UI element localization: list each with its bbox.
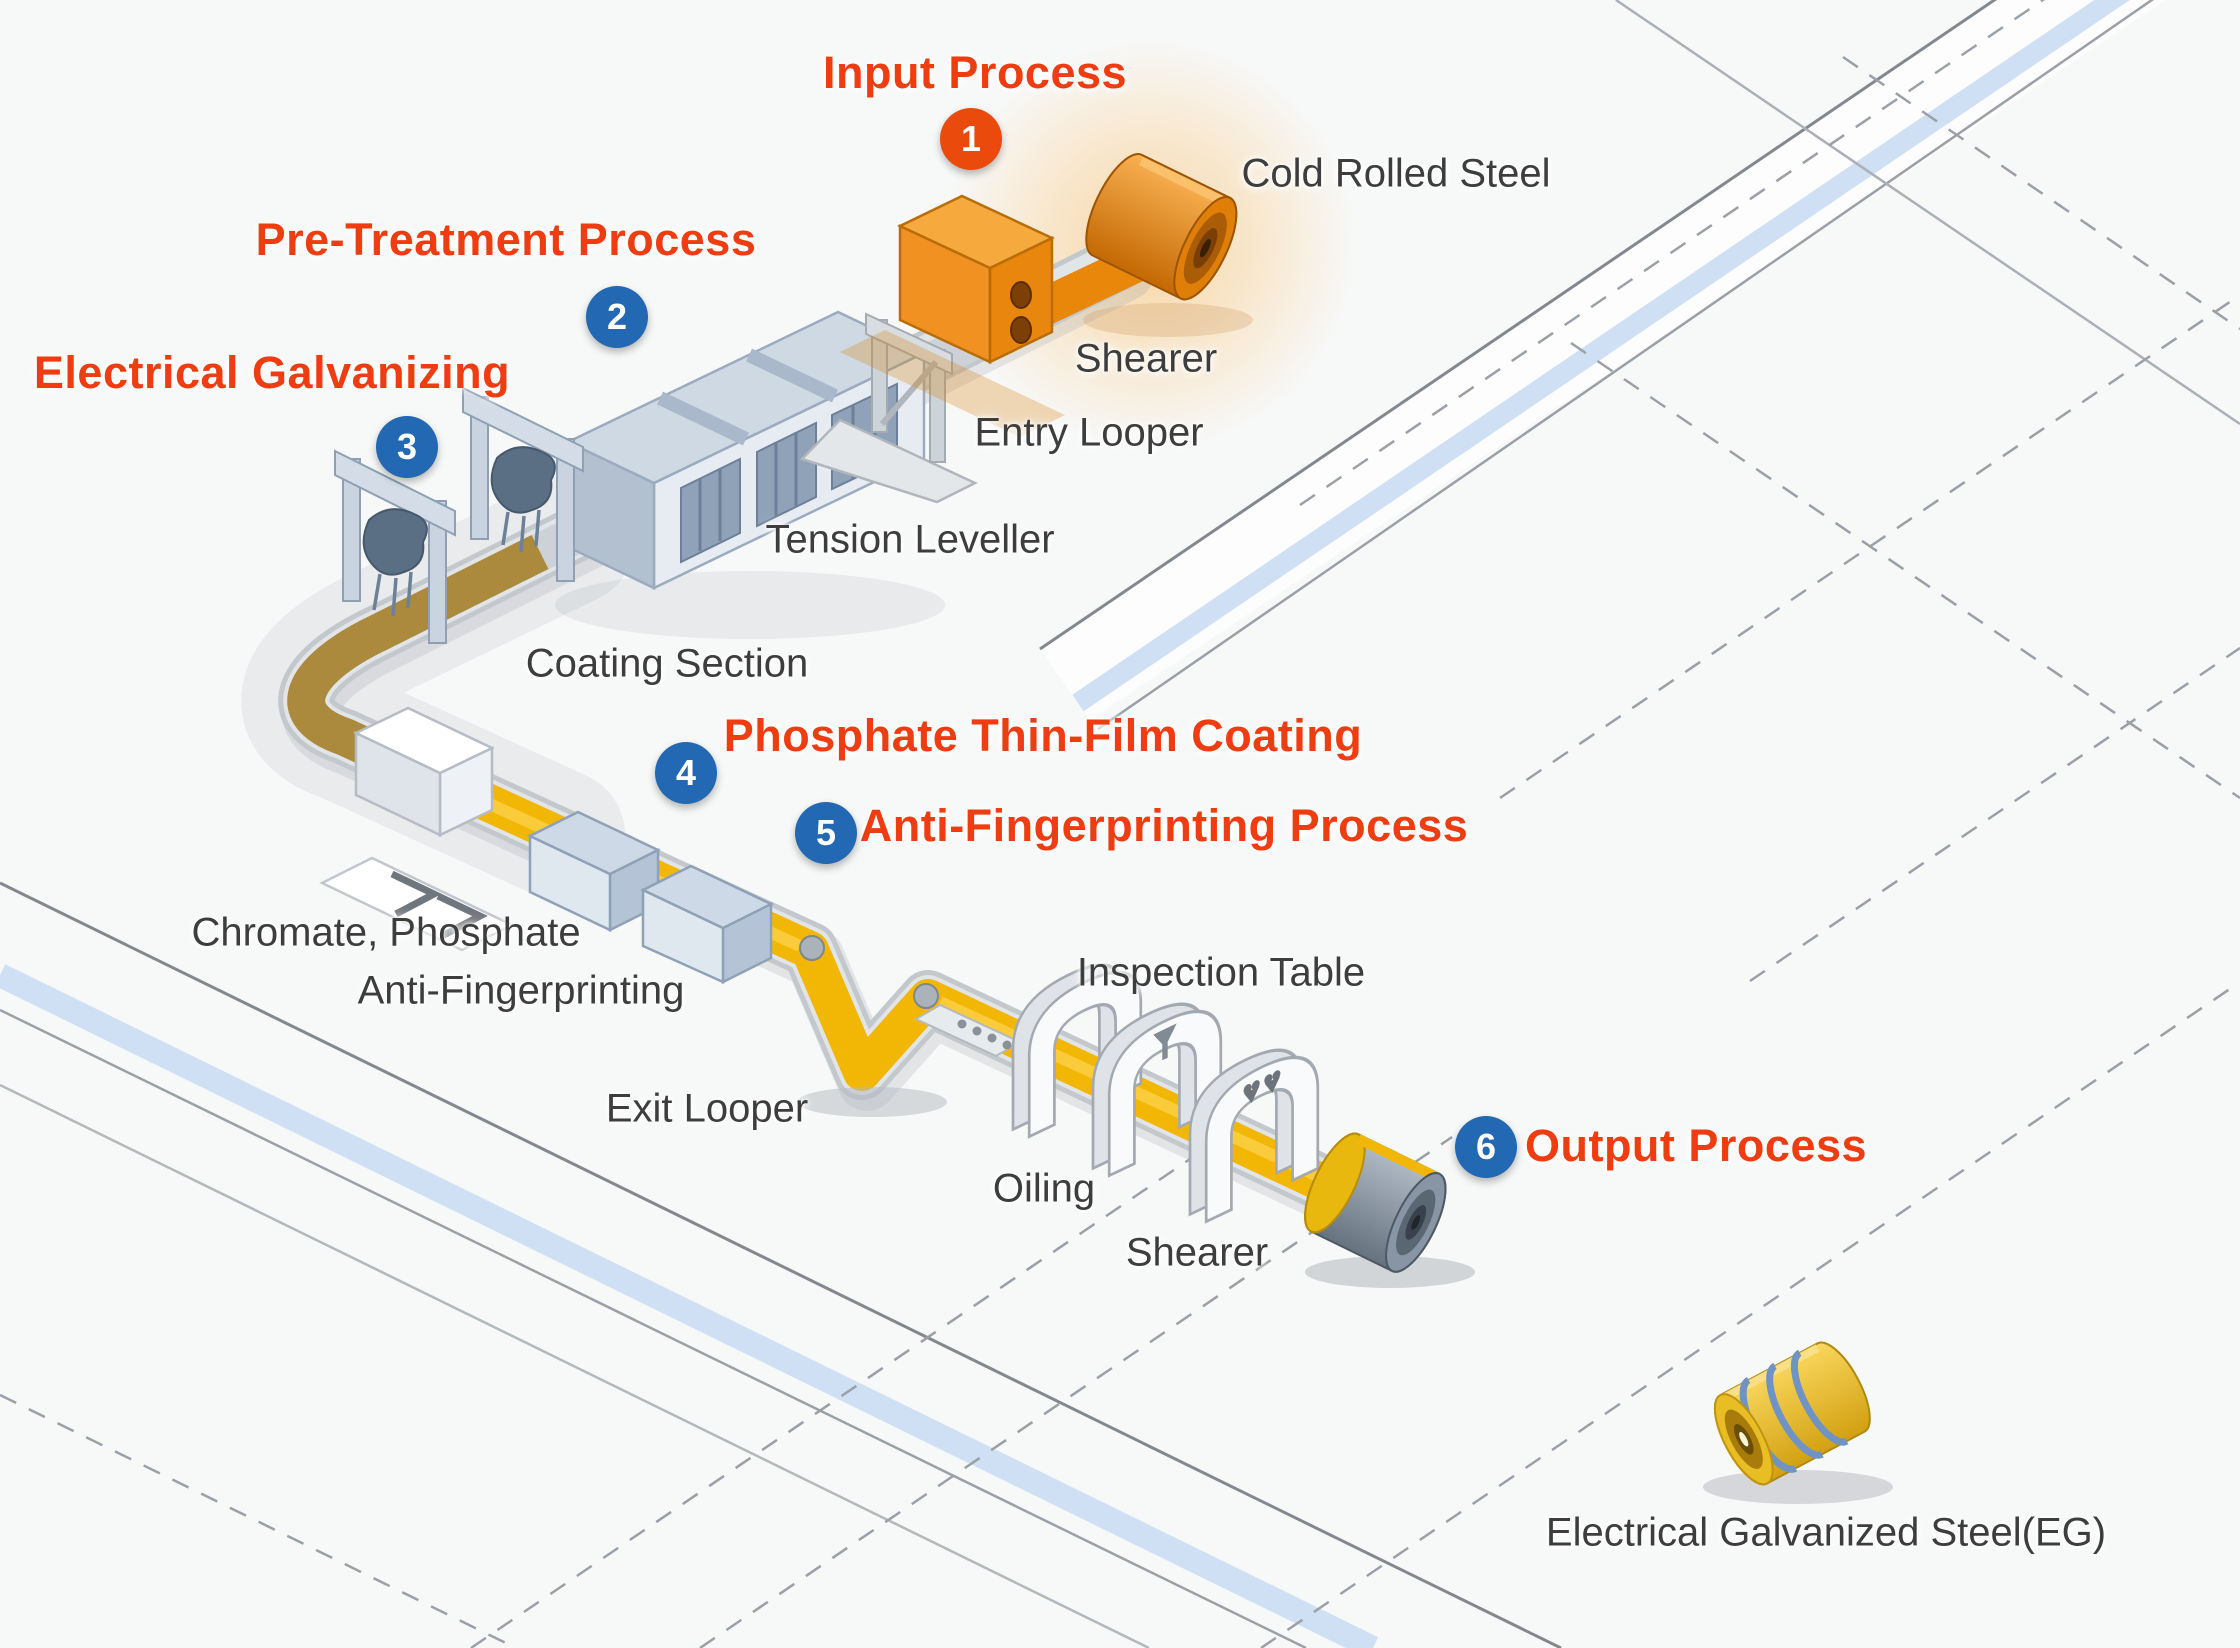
step-label-input-process: Input Process <box>822 47 1128 98</box>
step-badge-3-number: 3 <box>396 426 418 467</box>
step-badge-6-number: 6 <box>1475 1126 1497 1167</box>
coating-box <box>353 706 495 837</box>
step-label-anti-fingerprinting: Anti-Fingerprinting Process <box>859 800 1469 851</box>
galvanizing-gantry-2 <box>462 386 584 582</box>
cold-rolled-coil <box>1083 153 1253 337</box>
label-cold-rolled-steel: Cold Rolled Steel <box>1241 151 1551 196</box>
output-coil <box>1304 1132 1475 1288</box>
step-label-phosphate-coating: Phosphate Thin-Film Coating <box>723 710 1363 761</box>
label-shearer-exit: Shearer <box>1125 1230 1269 1275</box>
step-badge-4-number: 4 <box>675 752 697 793</box>
shearer-exit-arch <box>1188 1048 1320 1224</box>
label-oiling: Oiling <box>992 1166 1096 1211</box>
label-exit-looper: Exit Looper <box>605 1086 809 1131</box>
step-badge-1-number: 1 <box>960 118 982 159</box>
oil-funnel-icon <box>1153 1023 1177 1061</box>
step-badge-6: 6 <box>1455 1116 1517 1178</box>
label-eg-coil: Electrical Galvanized Steel(EG) <box>1545 1510 2107 1555</box>
step-badge-4: 4 <box>655 742 717 804</box>
eg-coil <box>1703 1341 1893 1504</box>
step-badge-1: 1 <box>940 108 1002 170</box>
step-badge-2-number: 2 <box>606 296 628 337</box>
step-label-output-process: Output Process <box>1524 1120 1868 1171</box>
step-badge-5: 5 <box>795 802 857 864</box>
tension-leveller-machine <box>555 310 945 639</box>
label-entry-looper: Entry Looper <box>974 410 1204 455</box>
label-shearer-entry: Shearer <box>1074 336 1218 381</box>
label-inspection-table: Inspection Table <box>1076 950 1366 995</box>
step-badge-2: 2 <box>586 286 648 348</box>
shearer-entry-machine <box>840 194 1065 437</box>
inspection-dots-plate <box>913 1003 1023 1058</box>
spray-head <box>362 508 428 576</box>
label-tension-leveller: Tension Leveller <box>765 517 1055 562</box>
step-badge-5-number: 5 <box>815 812 837 853</box>
label-anti-fingerprinting: Anti-Fingerprinting <box>357 968 685 1013</box>
exit-looper-structure <box>797 935 947 1117</box>
chromate-arrow-marker <box>319 856 515 952</box>
entry-looper-machine <box>799 312 978 504</box>
galvanizing-gantry-1 <box>334 449 456 644</box>
shearer-blade-icons <box>1243 1070 1281 1103</box>
oiling-arch <box>1091 1002 1223 1178</box>
production-line <box>241 40 1893 1504</box>
step-label-electrical-galvanizing: Electrical Galvanizing <box>33 347 511 398</box>
step-label-pre-treatment: Pre-Treatment Process <box>255 214 757 265</box>
strip-bronze-segment <box>287 535 549 799</box>
step-badge-3: 3 <box>376 416 438 478</box>
label-chromate-phosphate: Chromate, Phosphate <box>191 910 581 955</box>
inspection-arch <box>1011 963 1143 1139</box>
label-coating-section: Coating Section <box>525 641 809 686</box>
spray-head <box>490 446 556 514</box>
anti-fingerprint-box <box>640 864 774 985</box>
